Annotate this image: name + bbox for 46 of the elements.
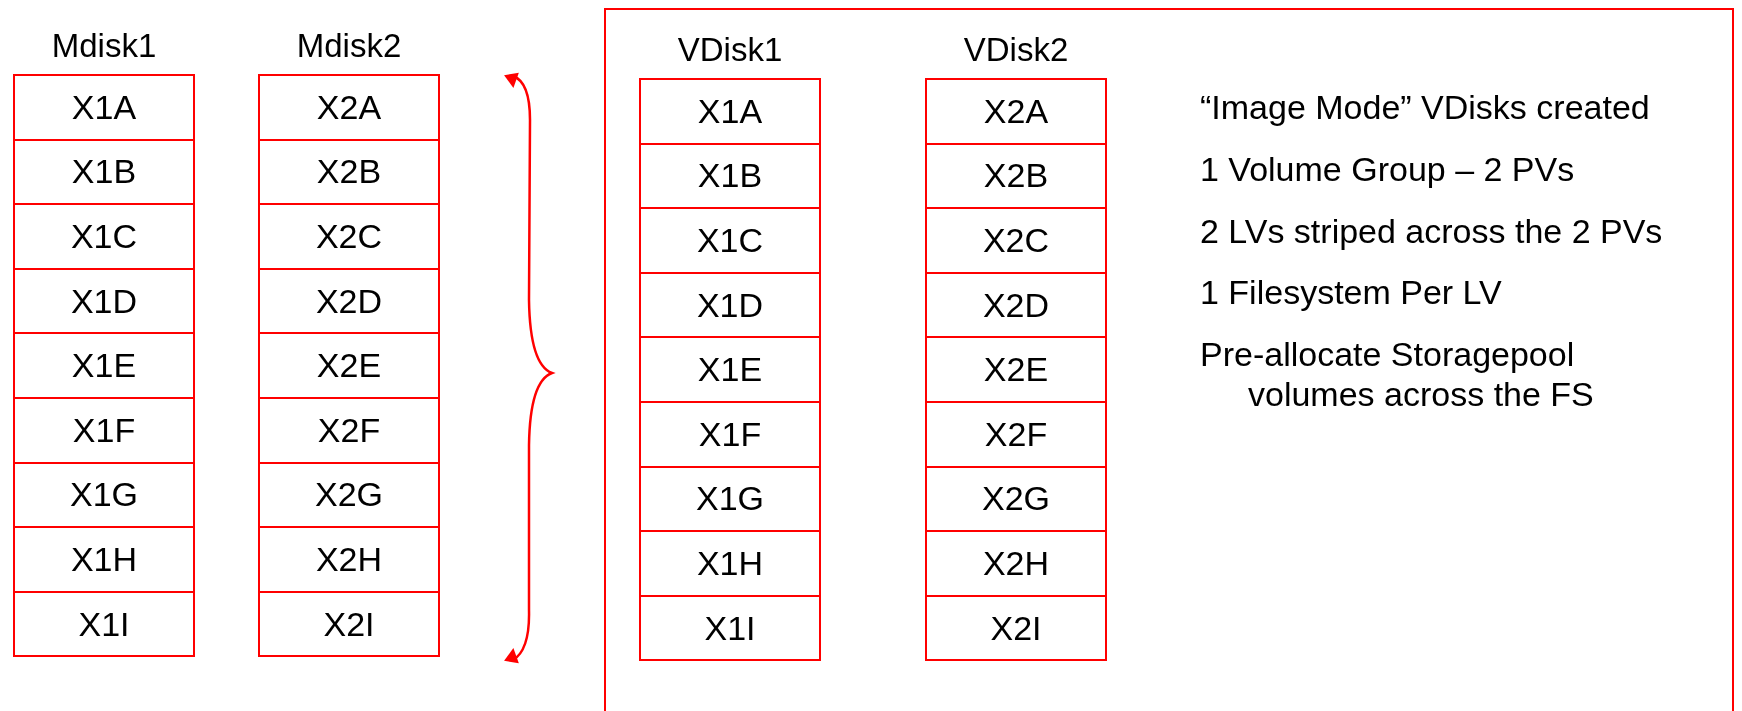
extent-cell: X1I [13,590,195,658]
extent-cell: X1I [639,594,821,662]
extent-cell: X2D [258,267,440,335]
extent-cell: X1G [639,465,821,533]
extent-cell: X1B [13,138,195,206]
extent-cell: X1E [13,332,195,399]
extent-cell: X2E [258,332,440,399]
extent-cell: X2A [258,74,440,141]
extent-cell: X1E [639,336,821,403]
extent-cell: X2B [925,142,1107,210]
extent-cell: X2H [925,530,1107,597]
extent-cell: X2F [925,400,1107,468]
column-heading: VDisk1 [676,30,784,70]
extent-cell: X1F [639,400,821,468]
column-heading: Mdisk1 [50,26,158,66]
extent-cell: X1B [639,142,821,210]
extent-cell: X2A [925,78,1107,145]
column-heading: VDisk2 [962,30,1070,70]
extent-cell: X1A [639,78,821,145]
extent-cell: X2D [925,271,1107,339]
extent-cell: X1H [13,526,195,593]
extent-cell: X1F [13,396,195,464]
note-text: “Image Mode” VDisks created [1200,88,1651,128]
extent-cell: X1D [13,267,195,335]
column-heading: Mdisk2 [295,26,403,66]
extent-cell: X1D [639,271,821,339]
note-text: 1 Filesystem Per LV [1200,273,1503,314]
extent-cell: X1G [13,461,195,529]
note-text: 1 Volume Group – 2 PVs [1200,149,1576,190]
extent-cell: X2I [258,590,440,658]
extent-cell: X1A [13,74,195,141]
extent-cell: X2E [925,336,1107,403]
note-text: 2 LVs striped across the 2 PVs [1200,211,1664,252]
extent-cell: X2B [258,138,440,206]
note-text: Pre-allocate Storagepool volumes across the FS [1200,335,1595,415]
extent-cell: X2F [258,396,440,464]
extent-cell: X1H [639,530,821,597]
extent-cell: X2H [258,526,440,593]
frame-box [604,8,1734,711]
extent-cell: X2C [258,203,440,270]
extent-cell: X2I [925,594,1107,662]
extent-cell: X2C [925,207,1107,274]
extent-cell: X1C [639,207,821,274]
extent-cell: X2G [925,465,1107,533]
extent-cell: X1C [13,203,195,270]
extent-cell: X2G [258,461,440,529]
